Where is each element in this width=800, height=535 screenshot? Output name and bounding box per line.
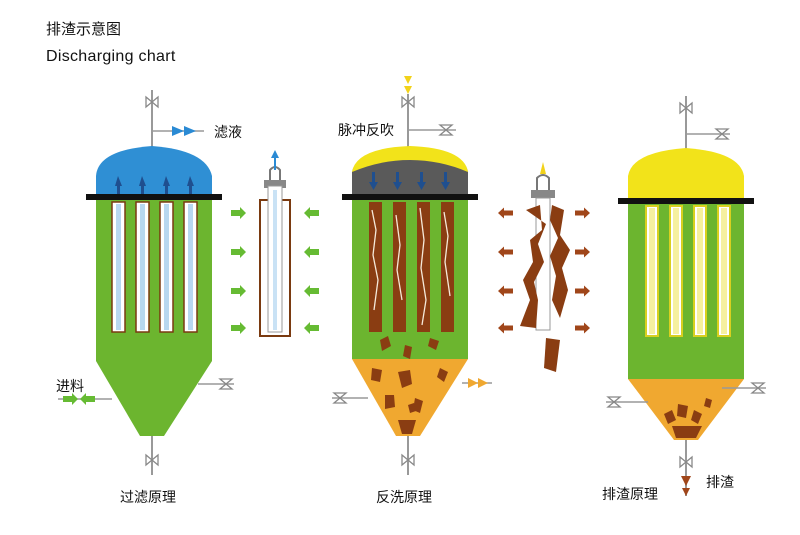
flow-arrow-icon <box>115 176 194 194</box>
vessel-discharge <box>606 96 766 496</box>
flow-arrow-icon <box>369 172 450 190</box>
vessel-filtration <box>58 90 234 475</box>
filtration-caption: 过滤原理 <box>120 490 176 506</box>
feed-label: 进料 <box>56 379 84 395</box>
filtrate-label: 滤液 <box>214 125 242 141</box>
pulse-arrow-icon <box>404 76 412 94</box>
discharge-caption: 排渣原理 <box>602 487 658 503</box>
filter-element-icon <box>111 201 198 333</box>
vessel-backwash <box>332 76 492 475</box>
backwash-caption: 反洗原理 <box>376 490 432 506</box>
falling-cake <box>371 336 448 434</box>
discharge-label: 排渣 <box>706 475 734 491</box>
filter-detail-clean <box>231 150 319 337</box>
filter-element-icon <box>369 202 454 332</box>
discharge-arrow-icon <box>681 476 691 496</box>
filter-detail-backwash <box>498 162 590 372</box>
flow-arrow-icon <box>468 378 488 388</box>
filtrate-arrow-icon <box>172 126 196 136</box>
pulse-backwash-label: 脉冲反吹 <box>338 123 394 139</box>
diagram-title-cn: 排渣示意图 <box>46 20 122 38</box>
flow-arrow-icon <box>231 207 246 219</box>
diagram-title-en: Discharging chart <box>46 48 176 65</box>
filter-element-icon <box>645 205 731 337</box>
flow-arrow-icon <box>498 207 513 219</box>
cake-pile <box>664 398 712 438</box>
